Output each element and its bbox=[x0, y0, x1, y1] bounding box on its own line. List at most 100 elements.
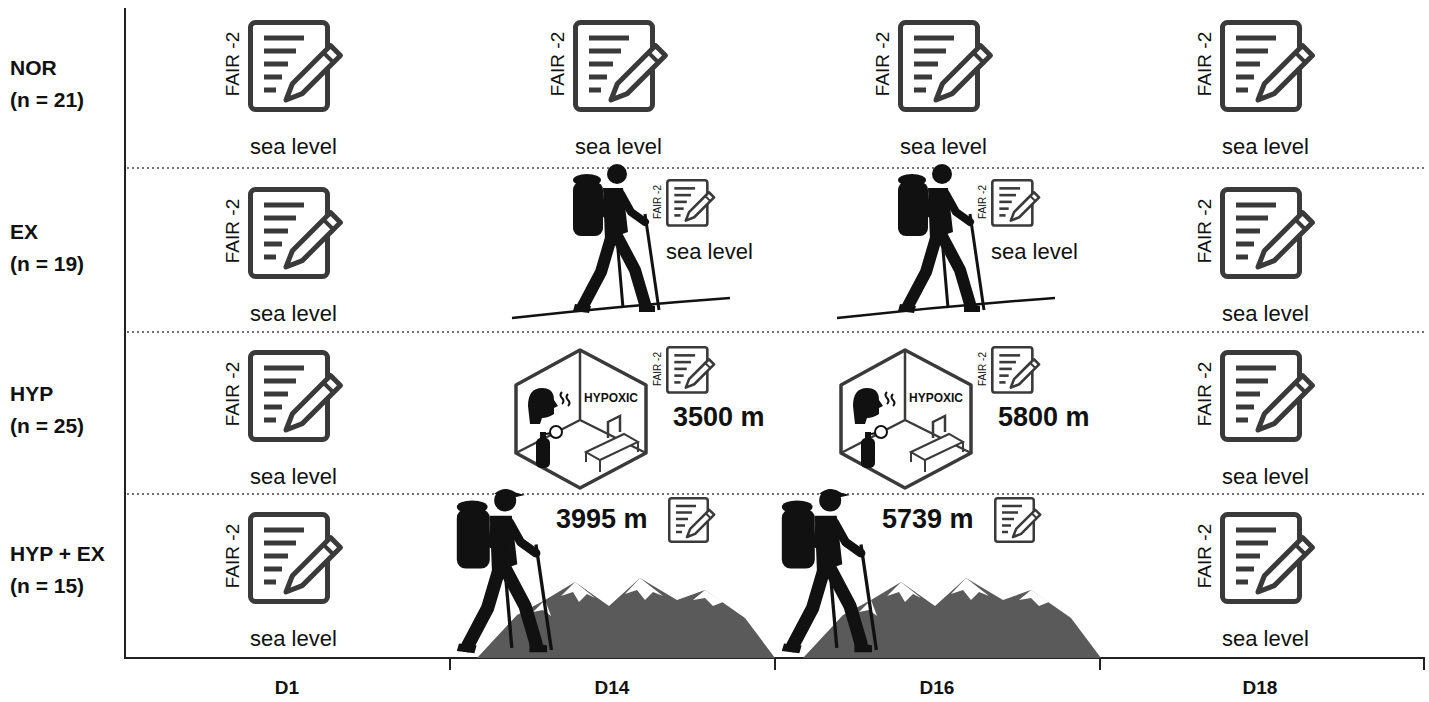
location-label: sea level bbox=[900, 134, 987, 159]
document-outline bbox=[248, 348, 358, 444]
questionnaire-icon: FAIR -2 sea level bbox=[1194, 18, 1334, 168]
document-icon bbox=[576, 23, 666, 110]
location-label: sea level bbox=[1222, 301, 1309, 326]
document-icon bbox=[1223, 23, 1313, 110]
hiker-figure bbox=[898, 164, 984, 313]
chamber-outline bbox=[837, 348, 975, 490]
questionnaire-icon: FAIR -2 bbox=[652, 344, 732, 398]
location-label: sea level bbox=[991, 239, 1078, 264]
document-outline bbox=[248, 18, 358, 114]
questionnaire-name: FAIR -2 bbox=[652, 185, 664, 219]
questionnaire-name: FAIR -2 bbox=[872, 32, 894, 96]
questionnaire-icon: FAIR -2 sea level bbox=[547, 18, 687, 168]
day-label: D1 bbox=[275, 677, 299, 699]
altitude-label: 5800 m bbox=[998, 402, 1090, 433]
chamber-label: HYPOXIC bbox=[909, 392, 963, 406]
document-icon bbox=[251, 23, 341, 110]
hypoxic-chamber: HYPOXIC bbox=[837, 348, 975, 490]
questionnaire-name: FAIR -2 bbox=[222, 32, 244, 96]
questionnaire-name: FAIR -2 bbox=[222, 524, 244, 588]
axis-tick bbox=[449, 658, 451, 670]
row-divider bbox=[127, 493, 1425, 495]
questionnaire-name: FAIR -2 bbox=[977, 185, 989, 219]
location-label: sea level bbox=[1222, 134, 1309, 159]
location-label: sea level bbox=[250, 301, 337, 326]
questionnaire-name: FAIR -2 bbox=[222, 199, 244, 263]
hypoxic-chamber: HYPOXIC bbox=[512, 348, 650, 490]
document-outline bbox=[248, 510, 358, 606]
group-size: (n = 21) bbox=[10, 88, 84, 112]
day-label: D14 bbox=[595, 677, 630, 699]
questionnaire-name: FAIR -2 bbox=[1194, 32, 1216, 96]
axis-tick bbox=[1099, 658, 1101, 670]
questionnaire-name: FAIR -2 bbox=[1194, 524, 1216, 588]
questionnaire-icon: FAIR -2 sea level bbox=[977, 177, 1082, 269]
document-outline bbox=[248, 185, 358, 281]
questionnaire-icon: FAIR -2 sea level bbox=[1194, 185, 1334, 335]
chamber-outline bbox=[512, 348, 650, 490]
location-label: sea level bbox=[250, 134, 337, 159]
hiker-figure bbox=[573, 164, 659, 313]
document-icon bbox=[1223, 190, 1313, 277]
questionnaire-icon: FAIR -2 sea level bbox=[222, 510, 362, 660]
document-icon bbox=[992, 347, 1039, 392]
questionnaire-icon: FAIR -2 sea level bbox=[222, 348, 362, 498]
group-size: (n = 19) bbox=[10, 252, 84, 276]
location-label: sea level bbox=[666, 239, 753, 264]
day-label: D16 bbox=[920, 677, 955, 699]
questionnaire-icon: FAIR -2sea level bbox=[1194, 510, 1334, 660]
document-icon bbox=[251, 515, 341, 602]
document-outline bbox=[573, 18, 683, 114]
questionnaire-name: FAIR -2 bbox=[977, 352, 989, 386]
document-icon bbox=[1223, 353, 1313, 440]
location-label: sea level bbox=[250, 626, 337, 651]
document-outline bbox=[1220, 185, 1330, 281]
questionnaire-icon: FAIR -2 sea level bbox=[872, 18, 1012, 168]
group-name: HYP + EX bbox=[10, 542, 105, 566]
document-icon bbox=[669, 498, 714, 542]
altitude-label: 3500 m bbox=[673, 402, 765, 433]
group-name: NOR bbox=[10, 56, 57, 80]
day-label: D18 bbox=[1243, 677, 1278, 699]
document-outline bbox=[991, 177, 1051, 229]
document-outline bbox=[1220, 510, 1330, 606]
questionnaire-name: FAIR -2 bbox=[222, 362, 244, 426]
document-icon bbox=[901, 23, 991, 110]
group-size: (n = 25) bbox=[10, 414, 84, 438]
questionnaire-icon: FAIR -2 bbox=[977, 344, 1057, 398]
chamber-label: HYPOXIC bbox=[584, 392, 638, 406]
questionnaire-icon: FAIR -2 sea level bbox=[222, 185, 362, 335]
document-icon bbox=[995, 498, 1040, 542]
location-label: sea level bbox=[1222, 464, 1309, 489]
axis-tick bbox=[774, 658, 776, 670]
location-label: sea level bbox=[250, 464, 337, 489]
questionnaire-name: FAIR -2 bbox=[652, 352, 664, 386]
questionnaire-icon: FAIR -2 sea level bbox=[1194, 348, 1334, 498]
questionnaire-name: FAIR -2 bbox=[1194, 199, 1216, 263]
questionnaire-name: FAIR -2 bbox=[547, 32, 569, 96]
hiker-figure bbox=[782, 489, 877, 653]
questionnaire-name: FAIR -2 bbox=[1194, 362, 1216, 426]
axis-line bbox=[124, 8, 126, 659]
document-outline bbox=[1220, 18, 1330, 114]
document-icon bbox=[1223, 515, 1313, 602]
axis-tick bbox=[1423, 658, 1425, 670]
row-divider bbox=[127, 331, 1425, 333]
document-icon bbox=[992, 180, 1039, 225]
document-outline bbox=[666, 344, 726, 396]
document-outline bbox=[898, 18, 1008, 114]
document-icon bbox=[251, 353, 341, 440]
hiker-figure bbox=[457, 489, 552, 653]
location-label: sea level bbox=[575, 134, 662, 159]
questionnaire-icon: FAIR -2 sea level bbox=[652, 177, 757, 269]
questionnaire-icon: FAIR -2 sea level bbox=[222, 18, 362, 168]
document-icon bbox=[251, 190, 341, 277]
document-outline bbox=[991, 344, 1051, 396]
group-name: HYP bbox=[10, 382, 53, 406]
altitude-label: 3995 m bbox=[556, 504, 648, 535]
group-name: EX bbox=[10, 220, 38, 244]
document-icon bbox=[667, 180, 714, 225]
document-outline bbox=[666, 177, 726, 229]
